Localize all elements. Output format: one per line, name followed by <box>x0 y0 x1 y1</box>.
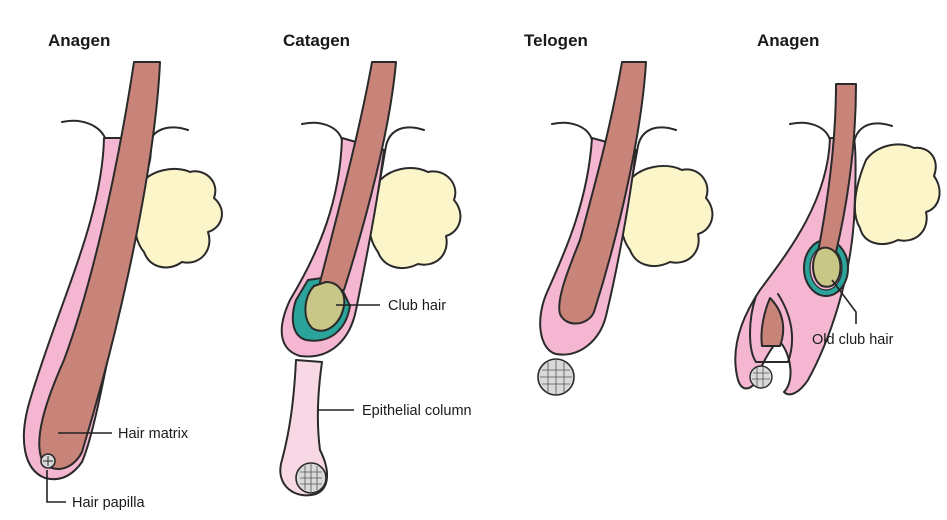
label-hair-matrix: Hair matrix <box>118 426 189 442</box>
stage-title-anagen-new: Anagen <box>757 31 819 50</box>
label-club-hair: Club hair <box>388 298 446 314</box>
stage-title-telogen: Telogen <box>524 31 588 50</box>
sebaceous-gland <box>855 144 940 244</box>
sebaceous-gland <box>621 166 713 266</box>
epidermis-line-left <box>302 123 344 180</box>
stage-title-anagen: Anagen <box>48 31 110 50</box>
label-old-club-hair: Old club hair <box>812 332 894 348</box>
label-epithelial-column: Epithelial column <box>362 403 472 419</box>
follicle-catagen <box>280 62 460 495</box>
sebaceous-gland <box>134 169 222 268</box>
follicle-telogen <box>538 62 712 395</box>
follicle-anagen <box>24 62 222 479</box>
papilla-dot <box>750 366 772 388</box>
old-club-hair <box>813 248 840 287</box>
stage-title-catagen: Catagen <box>283 31 350 50</box>
sebaceous-gland <box>369 168 461 268</box>
hair-shaft <box>39 62 160 469</box>
label-hair-papilla: Hair papilla <box>72 495 145 511</box>
